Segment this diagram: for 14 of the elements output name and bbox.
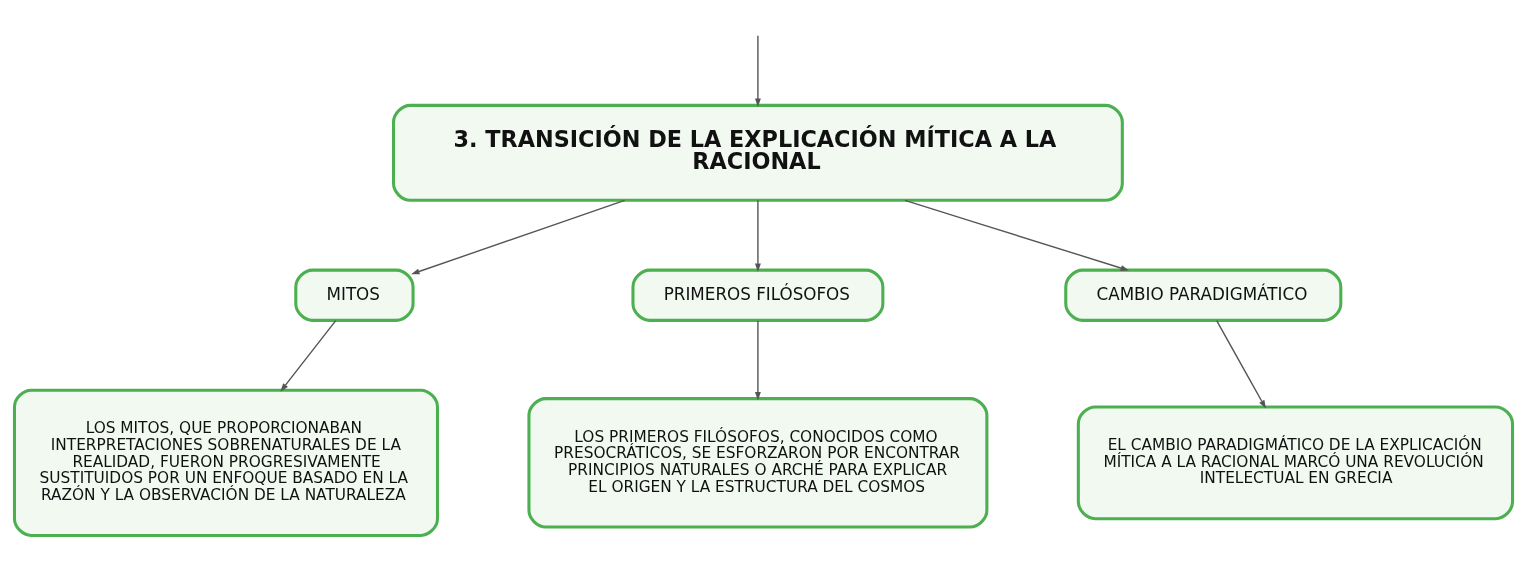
- arrow: [904, 199, 1129, 271]
- node-box: EL CAMBIO PARADIGMÁTICO DE LA EXPLICACIÓN MÍTICA A LA RACIONAL MARCÓ UNA REVOLUCIÓN INTELECTUAL EN GRECIA: [1076, 404, 1515, 520]
- node-box: MITOS: [294, 268, 415, 322]
- node-box: PRIMEROS FILÓSOFOS: [631, 268, 885, 322]
- node-box: 3. TRANSICIÓN DE LA EXPLICACIÓN MÍTICA A LA RACIONAL: [392, 103, 1124, 202]
- arrow: [1216, 319, 1266, 409]
- arrow: [280, 319, 337, 392]
- node-box: LOS MITOS, QUE PROPORCIONABAN INTERPRETACIONES SOBRENATURALES DE LA REALIDAD, FUERON PROGRESIVAMENTE SUSTITUIDOS POR UN ENFOQUE BASADO EN LA RAZÓN Y LA OBSERVACIÓN DE LA NATURALEZA: [12, 388, 440, 537]
- node-box: LOS PRIMEROS FILÓSOFOS, CONOCIDOS COMO PRESOCRÁTICOS, SE ESFORZARON POR ENCONTRAR PRINCIPIOS NATURALES O ARCHÉ PARA EXPLICAR EL ORIGEN Y LA ESTRUCTURA DEL COSMOS: [527, 396, 989, 529]
- arrow: [754, 319, 761, 400]
- arrow: [754, 199, 761, 272]
- node-box: CAMBIO PARADIGMÁTICO: [1064, 268, 1343, 322]
- arrow: [754, 34, 761, 107]
- arrow: [411, 199, 626, 274]
